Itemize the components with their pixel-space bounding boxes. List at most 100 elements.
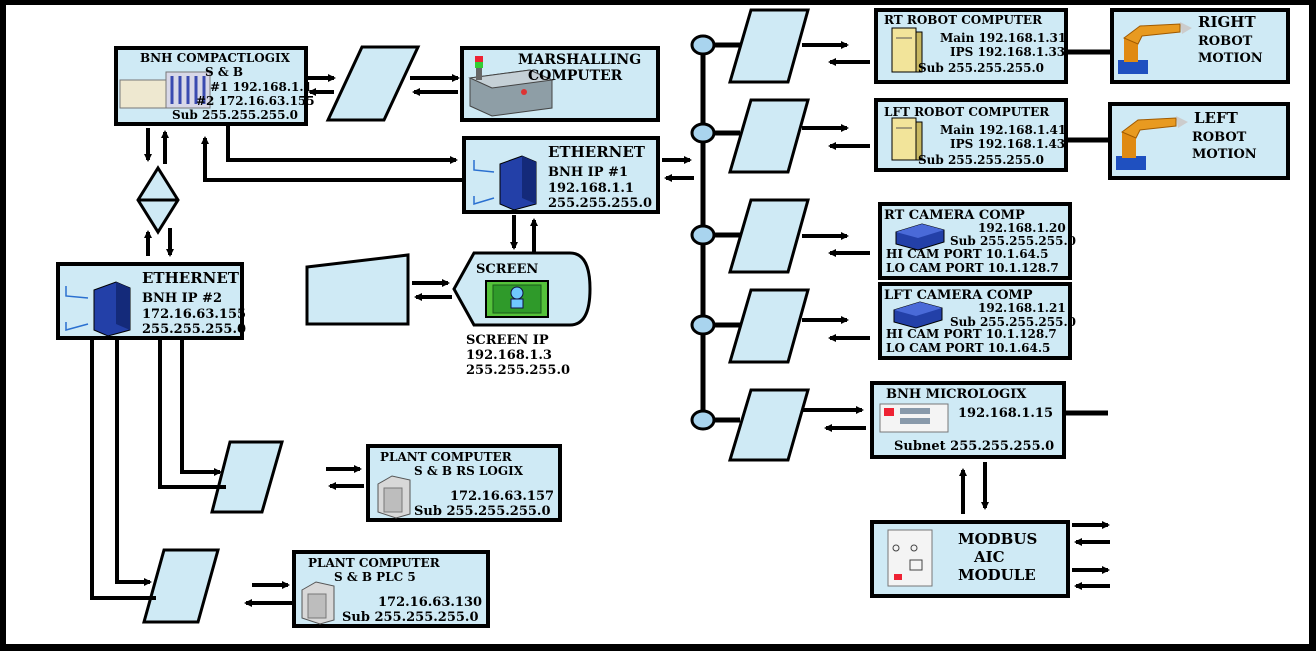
ethernet1-title: ETHERNET: [548, 143, 646, 161]
rt-camera-ip: 192.168.1.20: [978, 221, 1066, 235]
lft-robot-subnet: Sub 255.255.255.0: [918, 153, 1044, 167]
micrologix-plc-icon: [879, 403, 949, 433]
micrologix-subnet: Subnet 255.255.255.0: [894, 439, 1054, 454]
left-motion-line3: MOTION: [1192, 147, 1257, 162]
interface-marshalling: [325, 45, 421, 122]
plant-rslogix-ip: 172.16.63.157: [450, 489, 554, 504]
left-motion-line2: ROBOT: [1192, 130, 1247, 145]
ethernet1-label: BNH IP #1: [548, 165, 628, 180]
micrologix-node[interactable]: BNH MICROLOGIX 192.168.1.15 Subnet 255.2…: [870, 381, 1066, 459]
screen-node[interactable]: SCREEN: [452, 251, 592, 327]
rt-camera-subnet: Sub 255.255.255.0: [950, 234, 1076, 248]
camera-computer-icon: [893, 301, 943, 329]
screen-ip-label: SCREEN IP: [466, 333, 549, 348]
left-robot-motion-node[interactable]: LEFT ROBOT MOTION: [1108, 102, 1290, 180]
marshalling-node[interactable]: MARSHALLING COMPUTER: [460, 46, 660, 122]
lft-camera-node[interactable]: LFT CAMERA COMP 192.168.1.21 Sub 255.255…: [878, 282, 1076, 360]
plant-plc5-subnet: Sub 255.255.255.0: [342, 610, 479, 625]
operator-icon: [485, 280, 549, 318]
ethernet2-ip: 172.16.63.155: [142, 307, 246, 322]
plc-rack-icon: [119, 71, 211, 109]
marshalling-computer-icon: [468, 56, 554, 117]
compactlogix-title: BNH COMPACTLOGIX: [140, 51, 291, 65]
lft-robot-title: LFT ROBOT COMPUTER: [884, 105, 1050, 119]
interface-lft-robot: [728, 98, 810, 174]
modbus-line2: AIC: [973, 548, 1005, 566]
lft-camera-lo-port: LO CAM PORT 10.1.64.5: [886, 341, 1050, 355]
screen-title: SCREEN: [476, 262, 538, 277]
rt-camera-node[interactable]: RT CAMERA COMP 192.168.1.20 Sub 255.255.…: [878, 202, 1076, 280]
plant-rslogix-title: PLANT COMPUTER: [380, 450, 513, 464]
rt-robot-subnet: Sub 255.255.255.0: [918, 61, 1044, 75]
right-motion-line1: RIGHT: [1198, 13, 1256, 31]
ethernet-bus: [690, 34, 740, 431]
interface-micrologix: [727, 388, 810, 462]
bus-node: [690, 122, 716, 144]
interface-rt-robot: [728, 8, 810, 84]
right-robot-motion-node[interactable]: RIGHT ROBOT MOTION: [1110, 8, 1290, 84]
interface-lft-camera: [728, 288, 810, 364]
ethernet1-mask: 255.255.255.0: [548, 196, 652, 211]
compactlogix-ip2: #2 172.16.63.155: [196, 94, 315, 108]
screen-mask: 255.255.255.0: [466, 363, 570, 378]
lft-robot-main-ip: Main 192.168.1.41: [940, 123, 1066, 137]
plant-rslogix-node[interactable]: PLANT COMPUTER S & B RS LOGIX 172.16.63.…: [366, 444, 562, 522]
plant-computer-icon: [377, 475, 411, 519]
compactlogix-line1: S & B: [205, 65, 243, 79]
interface-rt-camera: [728, 198, 810, 274]
rt-robot-computer-node[interactable]: RT ROBOT COMPUTER Main 192.168.1.31 IPS …: [874, 8, 1068, 84]
rt-camera-title: RT CAMERA COMP: [884, 208, 1025, 223]
left-motion-line1: LEFT: [1194, 109, 1239, 127]
bus-node: [690, 409, 716, 431]
bus-node: [690, 224, 716, 246]
computer-tower-icon: [891, 117, 923, 161]
modbus-module-icon: [887, 529, 933, 587]
ethernet1-node[interactable]: ETHERNET BNH IP #1 192.168.1.1 255.255.2…: [462, 136, 660, 214]
screen-display: [305, 253, 410, 326]
connections: [90, 41, 1110, 607]
rt-robot-main-ip: Main 192.168.1.31: [940, 31, 1066, 45]
computer-tower-icon: [891, 27, 923, 73]
modbus-line1: MODBUS: [958, 530, 1037, 548]
hub-diamond: [136, 165, 180, 235]
plant-plc5-node[interactable]: PLANT COMPUTER S & B PLC 5 172.16.63.130…: [292, 550, 490, 628]
rt-robot-ips-ip: IPS 192.168.1.33: [950, 45, 1065, 59]
micrologix-title: BNH MICROLOGIX: [886, 387, 1027, 402]
ethernet1-ip: 192.168.1.1: [548, 181, 634, 196]
plant-computer-icon: [301, 581, 335, 625]
marshalling-subtitle: COMPUTER: [528, 68, 623, 84]
rt-camera-lo-port: LO CAM PORT 10.1.128.7: [886, 261, 1059, 275]
ethernet2-node[interactable]: ETHERNET BNH IP #2 172.16.63.155 255.255…: [56, 262, 246, 340]
camera-computer-icon: [895, 223, 945, 251]
compactlogix-node[interactable]: BNH COMPACTLOGIX S & B #1 192.168.1.1 #2…: [114, 46, 315, 126]
robot-arm-icon: [1118, 22, 1192, 74]
ethernet-switch-icon: [65, 281, 131, 337]
marshalling-title: MARSHALLING: [518, 52, 641, 68]
micrologix-ip: 192.168.1.15: [958, 406, 1053, 421]
lft-camera-subnet: Sub 255.255.255.0: [950, 315, 1076, 329]
rt-camera-hi-port: HI CAM PORT 10.1.64.5: [886, 247, 1048, 261]
ethernet2-title: ETHERNET: [142, 269, 240, 287]
right-motion-line3: MOTION: [1198, 51, 1263, 66]
modbus-node[interactable]: MODBUS AIC MODULE: [870, 520, 1070, 598]
plant-rslogix-label: S & B RS LOGIX: [414, 464, 524, 478]
lft-camera-ip: 192.168.1.21: [978, 301, 1066, 315]
robot-arm-icon: [1116, 116, 1188, 170]
lft-camera-title: LFT CAMERA COMP: [884, 288, 1033, 303]
lft-robot-computer-node[interactable]: LFT ROBOT COMPUTER Main 192.168.1.41 IPS…: [874, 98, 1068, 172]
lft-robot-ips-ip: IPS 192.168.1.43: [950, 137, 1065, 151]
compactlogix-ip1: #1 192.168.1.1: [210, 80, 312, 94]
modbus-line3: MODULE: [958, 566, 1036, 584]
right-motion-line2: ROBOT: [1198, 34, 1253, 49]
interfaces: [142, 8, 810, 624]
bus-node: [690, 314, 716, 336]
plant-plc5-title: PLANT COMPUTER: [308, 556, 441, 570]
compactlogix-subnet: Sub 255.255.255.0: [172, 108, 298, 122]
bus-node: [690, 34, 716, 56]
lft-camera-hi-port: HI CAM PORT 10.1.128.7: [886, 327, 1057, 341]
plant-rslogix-subnet: Sub 255.255.255.0: [414, 504, 551, 519]
ethernet2-mask: 255.255.255.0: [142, 322, 246, 337]
plant-plc5-ip: 172.16.63.130: [378, 595, 482, 610]
